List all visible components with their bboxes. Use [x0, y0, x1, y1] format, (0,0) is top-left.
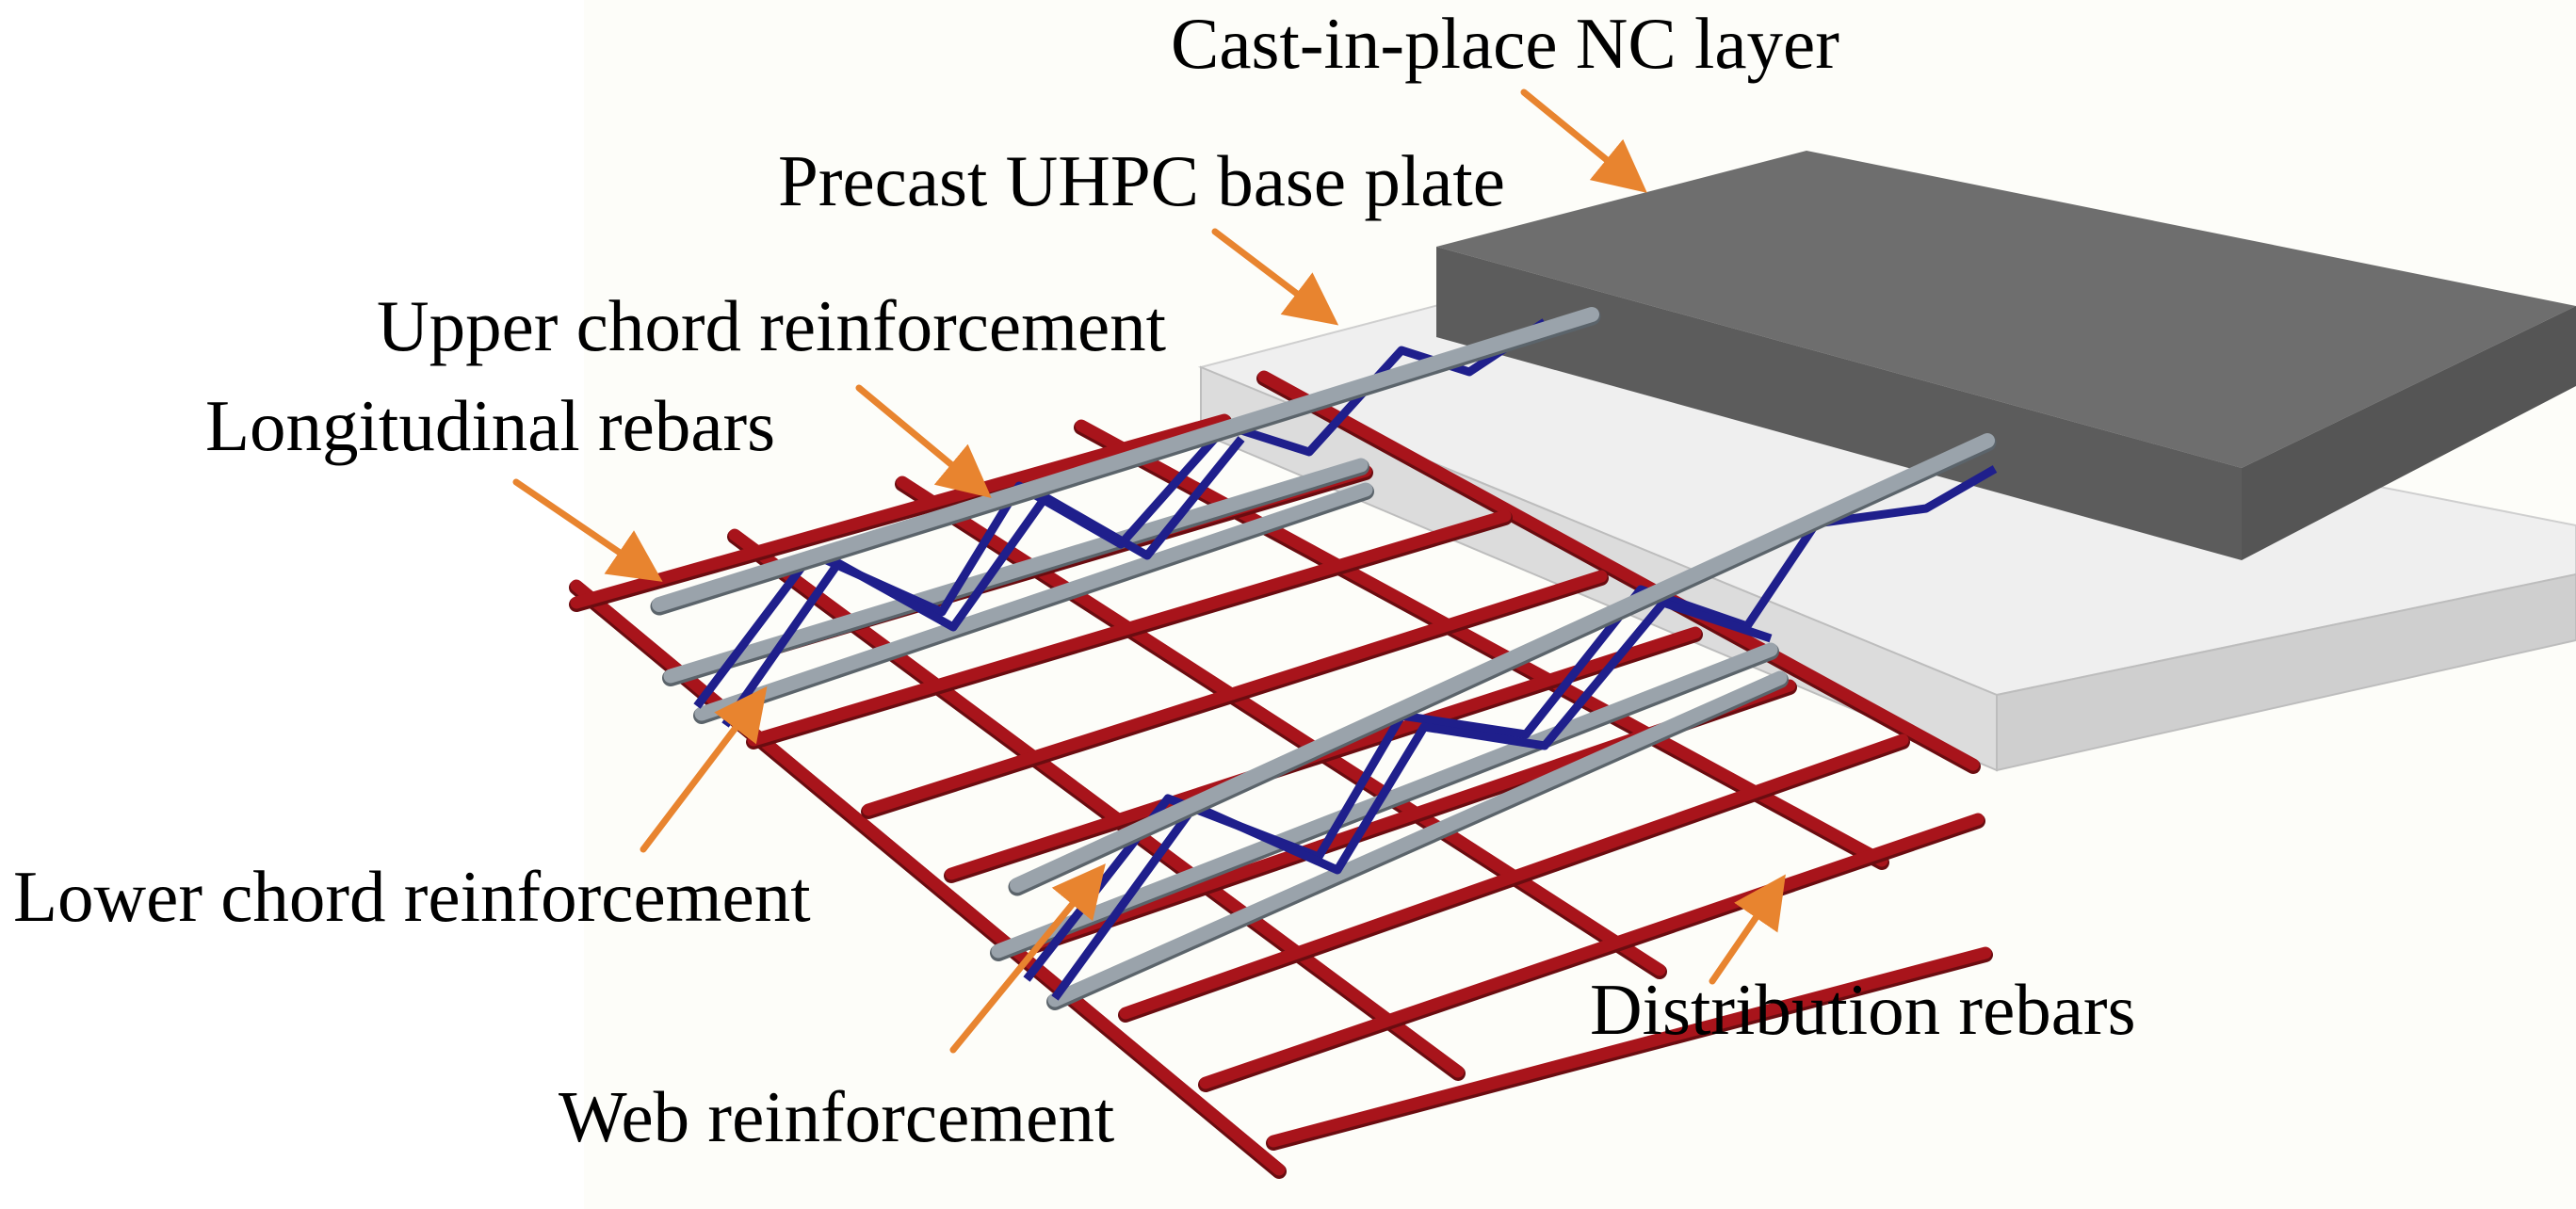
arrow-web [949, 863, 1106, 1054]
label-upper-chord: Upper chord reinforcement [377, 285, 1166, 366]
longitudinal-rebar-4-body [862, 570, 1608, 816]
distribution-rebar-5-body [1257, 370, 1980, 771]
lower-chord-bar-2-body [694, 482, 1373, 721]
nc-side-face [2242, 306, 2576, 560]
uhpc-side-face [1996, 572, 2576, 772]
upper-chord-bar-2-body [1010, 433, 1995, 893]
arrow-upper-chord [855, 384, 992, 498]
upper-chord-bar-2 [1008, 433, 1997, 896]
lower-chord-bar-2 [693, 482, 1374, 724]
label-web: Web reinforcement [559, 1076, 1114, 1157]
distribution-rebar-5 [1256, 370, 1981, 774]
longitudinal-rebar-3 [746, 509, 1513, 750]
longitudinal-rebar-4 [861, 570, 1609, 819]
label-lower-chord: Lower chord reinforcement [13, 856, 811, 937]
longitudinal-rebar-9-body [1267, 946, 1992, 1148]
longitudinal-rebar-1-body [570, 413, 1231, 609]
label-uhpc-plate: Precast UHPC base plate [778, 140, 1505, 221]
longitudinal-rebar-3-body [747, 509, 1512, 747]
nc-top-face [1436, 151, 2576, 468]
arrow-longitudinal [512, 478, 663, 582]
nc-front-face [1436, 247, 2242, 560]
lower-chord-bar-4-body [1047, 670, 1788, 1008]
longitudinal-rebar-7-body [1119, 733, 1909, 1020]
leader-arrows [512, 89, 1786, 1054]
arrow-distribution [1709, 874, 1786, 985]
longitudinal-rebar-8 [1198, 813, 1985, 1092]
lower-chord-bar-4 [1046, 670, 1789, 1010]
label-nc-layer: Cast-in-place NC layer [1171, 3, 1839, 84]
label-distribution: Distribution rebars [1590, 969, 2136, 1050]
distribution-rebar-1 [569, 579, 1287, 1179]
longitudinal-rebar-1 [569, 413, 1232, 612]
upper-chord-bar-1-body [652, 307, 1599, 612]
longitudinal-rebar-9 [1266, 946, 1993, 1151]
upper-chord-bar-1 [650, 307, 1601, 616]
longitudinal-rebar-8-body [1199, 813, 1985, 1089]
distribution-rebar-1-body [570, 579, 1286, 1176]
arrow-nc-layer [1520, 89, 1647, 193]
arrow-uhpc-plate [1211, 228, 1339, 326]
arrow-lower-chord [640, 685, 768, 853]
nc-layer [1436, 151, 2576, 560]
longitudinal-rebar-7 [1118, 733, 1910, 1023]
upper-chord-reinforcement [650, 307, 1997, 896]
web-truss-1-back [721, 436, 1245, 728]
label-longitudinal: Longitudinal rebars [205, 385, 775, 466]
callout-labels: Cast-in-place NC layer Precast UHPC base… [13, 3, 2136, 1157]
